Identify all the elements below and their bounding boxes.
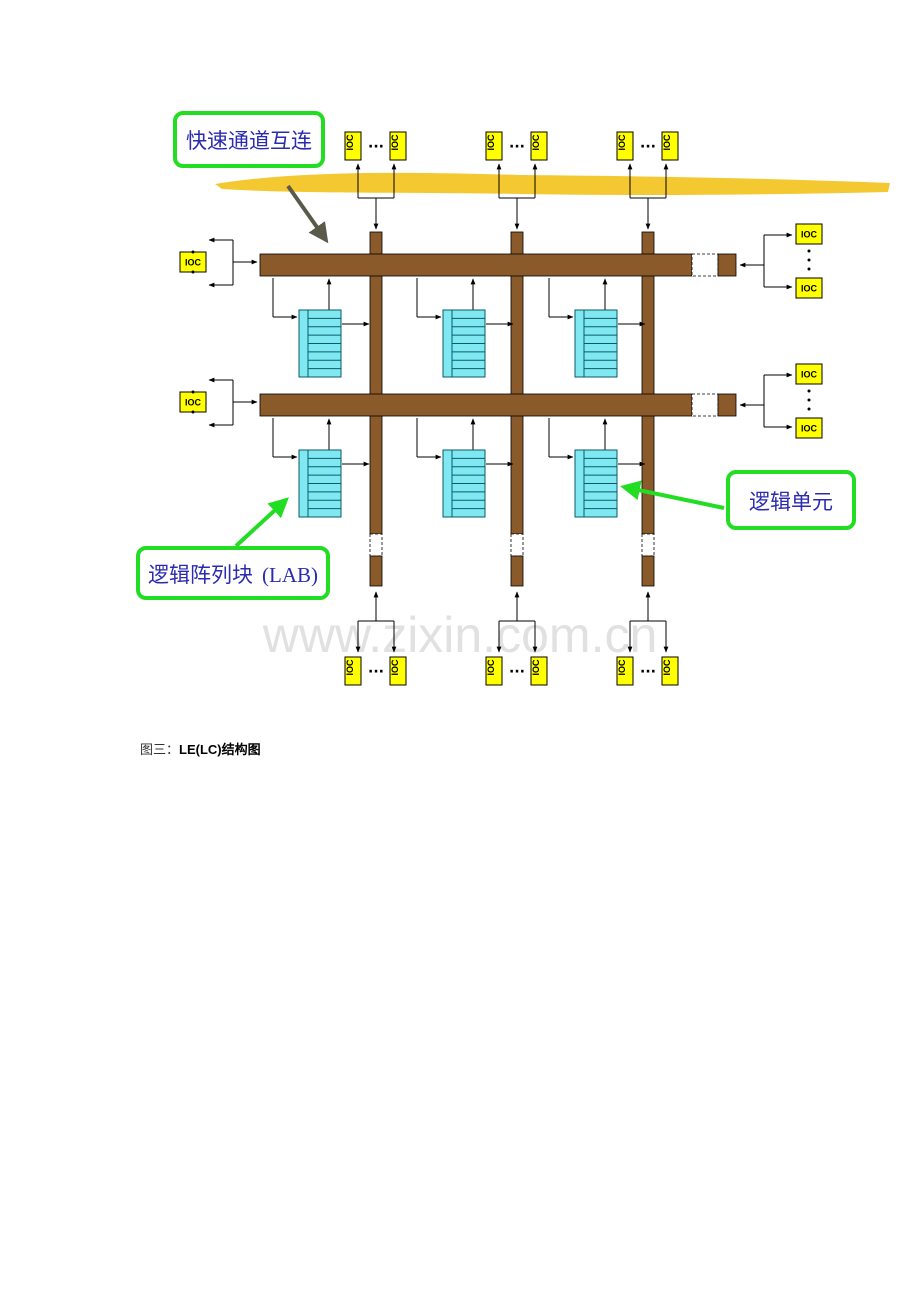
logic-array-blocks [272,278,646,518]
caption-prefix: 图三： [140,743,180,758]
right-ioc-0-a-label: IOC [801,230,818,240]
top-ioc-0-b-box [389,131,407,161]
top-ioc-groups: IOC IOC ··· IOC IOC ··· IOC IOC ··· [344,131,679,230]
top-ioc-1-b-box [530,131,548,161]
right-ioc-0-dot-1 [807,258,811,262]
top-ioc-0-a-box [344,131,362,161]
callout-logic-element-label: 逻辑单元 [749,490,833,514]
column-track-1-gap [510,533,524,557]
left-ioc-0-label: IOC [185,258,202,268]
bottom-ioc-0-b-box [389,656,407,686]
bottom-ioc-1-b-box [530,656,548,686]
callout-fast-track-label: 快速通道互连 [186,129,312,153]
top-ioc-0-b-label: IOC [390,134,400,151]
figure-caption: 图三：LE(LC)结构图 [140,739,261,758]
top-ioc-2-b-box [661,131,679,161]
top-ioc-2-a-label: IOC [617,134,627,151]
callout-lab: 逻辑阵列块 (LAB) [136,497,330,600]
lab-0-0 [272,278,370,378]
column-track-0-end [369,555,383,587]
right-ioc-0-dot-0 [807,249,811,253]
column-track-0-gap [369,533,383,557]
right-ioc-1-a-box [795,363,823,385]
watermark: www.zixin.com.cn [262,607,658,663]
lab-0-2 [548,278,646,378]
row-track-0-gap [691,253,719,277]
bottom-ioc-1-a-box [485,656,503,686]
left-ioc-1-dot-top [191,390,195,394]
column-track-1-end [510,555,524,587]
column-track-2-end [641,555,655,587]
lab-1-2 [548,418,646,518]
highlight-stroke [215,172,890,196]
row-track-1-gap [691,393,719,417]
top-ioc-2-a-box [616,131,634,161]
bottom-ioc-2-b-label: IOC [662,659,672,676]
lab-1-1 [416,418,514,518]
row-track-0 [259,253,693,277]
left-ioc-groups: IOC IOC [179,237,258,428]
bottom-ioc-0-b-label: IOC [390,659,400,676]
top-ioc-1-a-box [485,131,503,161]
top-ioc-0-ellipsis: ··· [368,139,384,155]
callout-logic-element: 逻辑单元 [620,470,856,530]
top-ioc-1-a-label: IOC [486,134,496,151]
right-ioc-0-dot-2 [807,267,811,271]
row-track-1 [259,393,693,417]
lab-0-1 [416,278,514,378]
row-track-0-end [717,253,737,277]
bottom-ioc-0-a-label: IOC [345,659,355,676]
top-ioc-2-b-label: IOC [662,134,672,151]
left-ioc-0-dot-bottom [191,270,195,274]
column-track-2-gap [641,533,655,557]
top-ioc-2-ellipsis: ··· [640,139,656,155]
right-ioc-1-a-label: IOC [801,370,818,380]
bottom-ioc-0-ellipsis: ··· [368,664,384,680]
right-ioc-1-dot-0 [807,389,811,393]
right-ioc-groups: IOC IOC IOC IOC [739,223,823,439]
right-ioc-1-dot-2 [807,407,811,411]
bottom-ioc-groups: IOC IOC ··· IOC IOC ··· IOC IOC ··· [344,591,679,686]
row-track-1-end [717,393,737,417]
column-track-0 [369,231,383,535]
bottom-ioc-1-ellipsis: ··· [509,664,525,680]
bottom-ioc-0-a-box [344,656,362,686]
right-ioc-0-b-label: IOC [801,284,818,294]
left-ioc-0-dot-top [191,250,195,254]
left-ioc-1-dot-bottom [191,410,195,414]
fast-track-interconnect [259,231,737,587]
top-ioc-1-ellipsis: ··· [509,139,525,155]
left-ioc-1-label: IOC [185,398,202,408]
column-track-2 [641,231,655,535]
bottom-ioc-1-b-label: IOC [531,659,541,676]
right-ioc-1-b-box [795,417,823,439]
lab-1-0 [272,418,370,518]
right-ioc-0-a-box [795,223,823,245]
callout-lab-label: 逻辑阵列块 (LAB) [148,563,318,587]
top-ioc-1-b-label: IOC [531,134,541,151]
right-ioc-1-dot-1 [807,398,811,402]
bottom-ioc-2-ellipsis: ··· [640,664,656,680]
bottom-ioc-2-b-box [661,656,679,686]
callout-fast-track: 快速通道互连 [173,111,329,244]
right-ioc-1-b-label: IOC [801,424,818,434]
top-ioc-0-a-label: IOC [345,134,355,151]
column-track-1 [510,231,524,535]
caption-text: LE(LC)结构图 [179,742,261,757]
bottom-ioc-1-a-label: IOC [486,659,496,676]
right-ioc-0-b-box [795,277,823,299]
bottom-ioc-2-a-label: IOC [617,659,627,676]
bottom-ioc-2-a-box [616,656,634,686]
